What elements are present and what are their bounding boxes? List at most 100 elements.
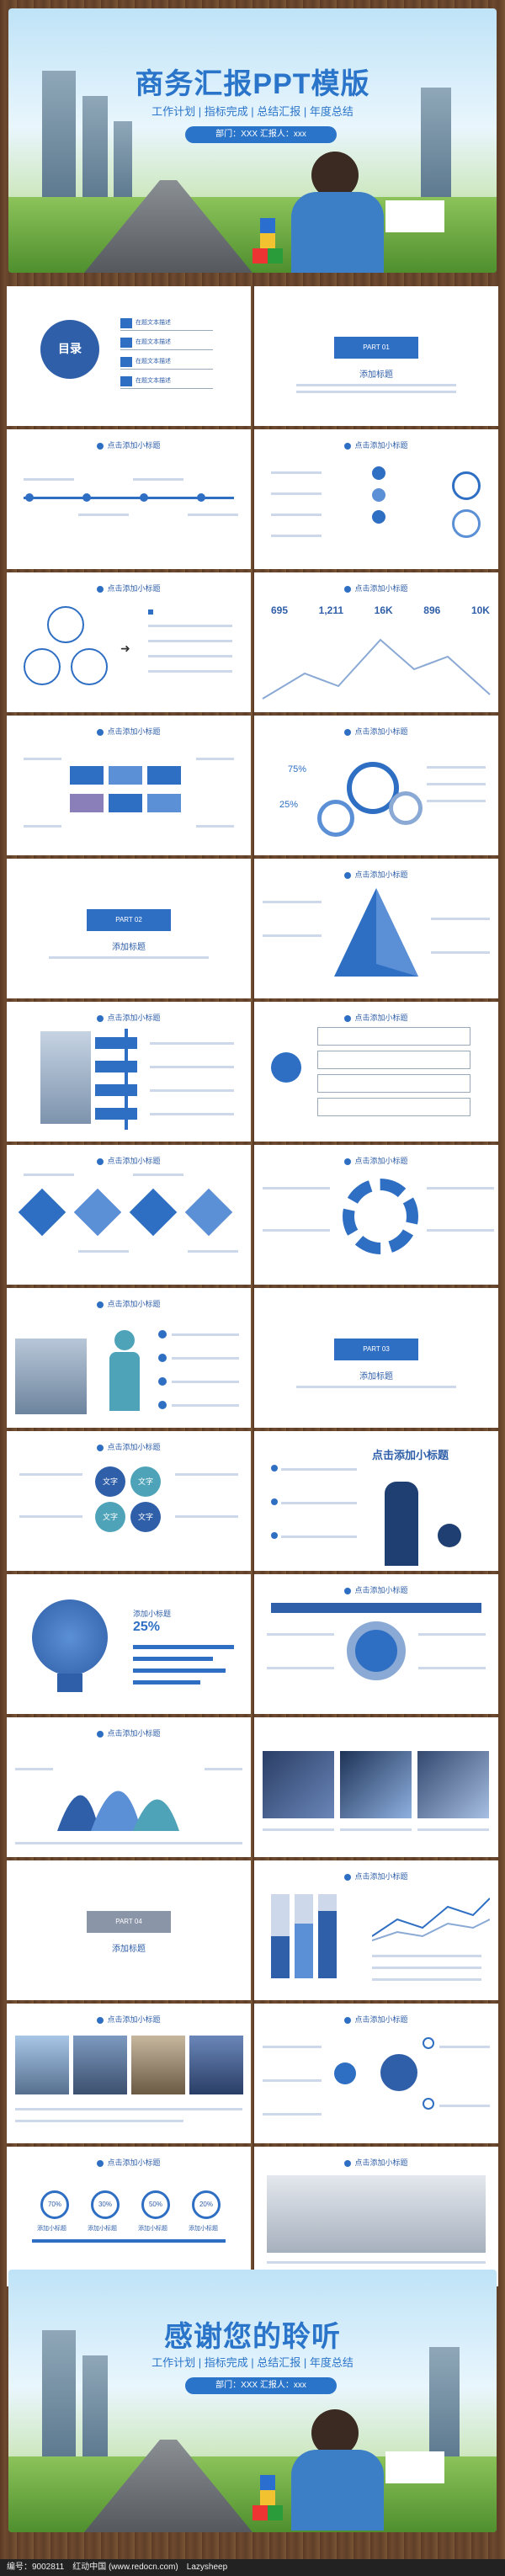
slide-title: 点击添加小标题 — [7, 726, 251, 737]
toc-label: 目录 — [58, 342, 82, 355]
footer-bar: 编号：9002811 红动中国 (www.redocn.com) Lazyshe… — [0, 2559, 505, 2576]
percent-ring — [452, 471, 481, 500]
percent-circle: 20% — [192, 2190, 221, 2219]
percent-circle: 30% — [91, 2190, 120, 2219]
timeline-line — [24, 497, 234, 499]
slide-title: 点击添加小标题 — [254, 439, 498, 450]
part-subtitle: 添加标题 — [359, 370, 393, 380]
building — [421, 88, 451, 197]
slide-pyramid: 点击添加小标题 — [254, 859, 498, 998]
slide-title: 点击添加小标题 — [7, 439, 251, 450]
slide-title: 点击添加小标题 — [254, 1871, 498, 1881]
building — [42, 71, 76, 197]
person-icon — [372, 510, 385, 524]
building — [114, 121, 132, 197]
subtitle-label: 添加小标题 — [138, 2226, 167, 2232]
toy-blocks — [252, 2472, 286, 2522]
subtitle-label: 添加小标题 — [133, 1610, 172, 1618]
slide-title: 点击添加小标题 — [7, 1155, 251, 1166]
slide-columns-line: 点击添加小标题 — [254, 1860, 498, 2000]
slide-title: 点击添加小标题 — [7, 1441, 251, 1452]
radial-chart — [343, 1179, 418, 1254]
photo — [15, 1339, 87, 1414]
stat-value: 695 — [271, 604, 289, 616]
slide-four-photos: 点击添加小标题 — [7, 2004, 251, 2143]
part-subtitle: 添加标题 — [359, 1372, 393, 1381]
word-circle: 文字 — [95, 1466, 125, 1497]
stat-value: 1,211 — [318, 604, 344, 616]
slide-toc: 目录 在题文本描述 在题文本描述 在题文本描述 在题文本描述 — [7, 286, 251, 426]
slide-part-04: PART 04 添加标题 — [7, 1860, 251, 2000]
gear-icon — [389, 791, 423, 825]
building — [429, 2347, 460, 2456]
building — [42, 2330, 76, 2456]
part-label: PART 01 — [334, 337, 418, 359]
percent-label: 75% — [288, 764, 307, 774]
peaks-graphic — [57, 1791, 179, 1831]
photo — [73, 2036, 127, 2094]
person-icon — [114, 1330, 135, 1350]
slide-title: 点击添加小标题 — [7, 1298, 251, 1309]
slide-title: 点击添加小标题 — [254, 2157, 498, 2168]
slide-timeline: 点击添加小标题 — [7, 429, 251, 569]
toc-badge — [40, 320, 99, 379]
slide-diamonds: 点击添加小标题 — [7, 1145, 251, 1285]
slide-part-03: PART 03 添加标题 — [254, 1288, 498, 1428]
slide-gears: 点击添加小标题 75% 25% — [254, 716, 498, 855]
person-icon — [372, 466, 385, 480]
slide-title: 点击添加小标题 — [254, 1584, 498, 1595]
slide-title: 点击添加小标题 — [254, 1155, 498, 1166]
building — [82, 2355, 108, 2456]
mountain-graphic — [262, 638, 491, 700]
toc-item[interactable]: 在题文本描述 — [120, 376, 213, 389]
arrow-icon: ➜ — [120, 641, 130, 655]
lightbulb-icon — [32, 1599, 108, 1675]
cover-subtitle: 工作计划 | 指标完成 | 总结汇报 | 年度总结 — [152, 105, 354, 118]
slide-title: 点击添加小标题 — [7, 1012, 251, 1023]
photo — [189, 2036, 243, 2094]
slide-bracket-list: 点击添加小标题 — [254, 1002, 498, 1142]
toy-blocks — [252, 215, 286, 265]
toc-item[interactable]: 在题文本描述 — [120, 357, 213, 370]
part-subtitle: 添加标题 — [112, 1945, 146, 1954]
word-circle: 文字 — [130, 1502, 161, 1532]
subtitle-label: 添加小标题 — [37, 2226, 66, 2232]
child-figure — [286, 2409, 387, 2531]
slide-title-large: 点击添加小标题 — [372, 1449, 449, 1461]
line-graphic — [372, 1897, 490, 1941]
slide-office-photo: 点击添加小标题 — [254, 2147, 498, 2286]
slide-title: 点击添加小标题 — [254, 2014, 498, 2025]
slide-bulb: 添加小标题 25% — [7, 1574, 251, 1714]
photo — [131, 2036, 185, 2094]
ending-title: 感谢您的聆听 — [164, 2321, 341, 2353]
slide-title: 点击添加小标题 — [254, 1012, 498, 1023]
slide-radial: 点击添加小标题 — [254, 1145, 498, 1285]
stat-value: 16K — [374, 604, 393, 616]
cover-info-pill: 部门：XXX 汇报人：xxx — [185, 126, 337, 143]
part-label: PART 03 — [334, 1339, 418, 1360]
word-circle: 文字 — [130, 1466, 161, 1497]
percent-circle: 50% — [141, 2190, 170, 2219]
subtitle-label: 添加小标题 — [189, 2226, 218, 2232]
slide-photo-strip — [254, 1717, 498, 1857]
slide-title: 点击添加小标题 — [7, 583, 251, 593]
child-figure — [286, 152, 387, 273]
percent-ring — [452, 509, 481, 538]
businessman-figure — [385, 1482, 418, 1566]
arrow-line — [125, 1029, 128, 1130]
ending-slide: 感谢您的聆听 工作计划 | 指标完成 | 总结汇报 | 年度总结 部门：XXX … — [8, 2270, 497, 2532]
slide-hexagons: 点击添加小标题 — [7, 716, 251, 855]
slide-arrow-photos: 点击添加小标题 — [7, 1002, 251, 1142]
slide-title: 点击添加小标题 — [254, 583, 498, 593]
slide-businessman: 点击添加小标题 — [254, 1431, 498, 1571]
photo — [15, 2036, 69, 2094]
gear-icon — [347, 762, 399, 814]
part-label: PART 02 — [87, 909, 171, 931]
ending-subtitle: 工作计划 | 指标完成 | 总结汇报 | 年度总结 — [152, 2356, 354, 2369]
toc-item[interactable]: 在题文本描述 — [120, 338, 213, 350]
percent-circle: 70% — [40, 2190, 69, 2219]
slide-hub: 点击添加小标题 — [254, 2004, 498, 2143]
photo — [417, 1751, 489, 1818]
toc-item[interactable]: 在题文本描述 — [120, 318, 213, 331]
slide-peaks-chart: 点击添加小标题 — [7, 1717, 251, 1857]
